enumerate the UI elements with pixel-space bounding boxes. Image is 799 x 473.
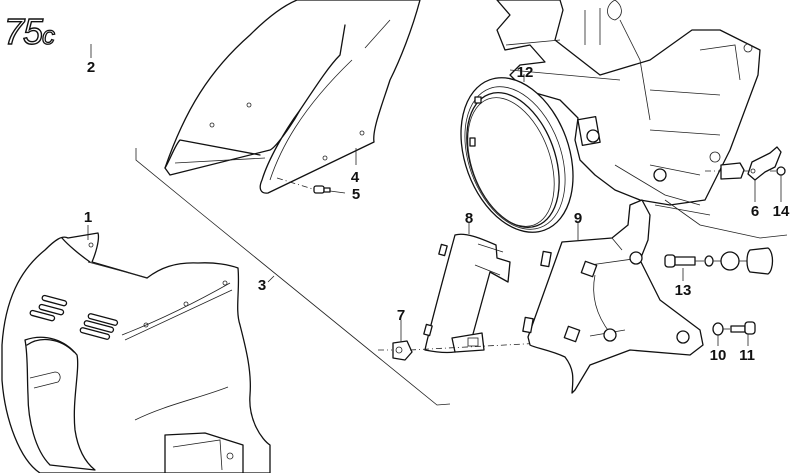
headlight-side-cover [423, 222, 511, 354]
callout-7[interactable]: 7 [396, 307, 406, 324]
emblem-suffix: c [41, 20, 55, 50]
windscreen-fastener [276, 177, 346, 194]
lower-fairing-shell [1, 225, 271, 473]
callout-1[interactable]: 1 [83, 209, 93, 226]
badge-emblem: 75c [3, 11, 55, 52]
fairing-mounting-frame [496, 0, 788, 239]
callout-14[interactable]: 14 [772, 203, 790, 220]
emblem-number: 75 [3, 11, 43, 52]
bolt-hardware [664, 247, 774, 281]
callout-10[interactable]: 10 [709, 347, 727, 364]
callout-13[interactable]: 13 [674, 282, 692, 299]
callout-3[interactable]: 3 [257, 277, 267, 294]
callout-12[interactable]: 12 [516, 64, 534, 81]
inner-fairing-panel [522, 199, 704, 394]
callout-4[interactable]: 4 [350, 169, 360, 186]
bracket-hardware [705, 146, 786, 202]
callout-5[interactable]: 5 [351, 186, 361, 203]
windscreen [164, 0, 421, 194]
callout-9[interactable]: 9 [573, 210, 583, 227]
screw-hardware [712, 321, 756, 346]
vent-slots [29, 294, 119, 340]
callout-2[interactable]: 2 [86, 59, 96, 76]
callout-11[interactable]: 11 [739, 347, 755, 364]
callout-8[interactable]: 8 [464, 210, 474, 227]
assembly-bracket-line [135, 148, 451, 406]
callout-6[interactable]: 6 [750, 203, 760, 220]
headlight-retaining-ring [460, 74, 574, 233]
